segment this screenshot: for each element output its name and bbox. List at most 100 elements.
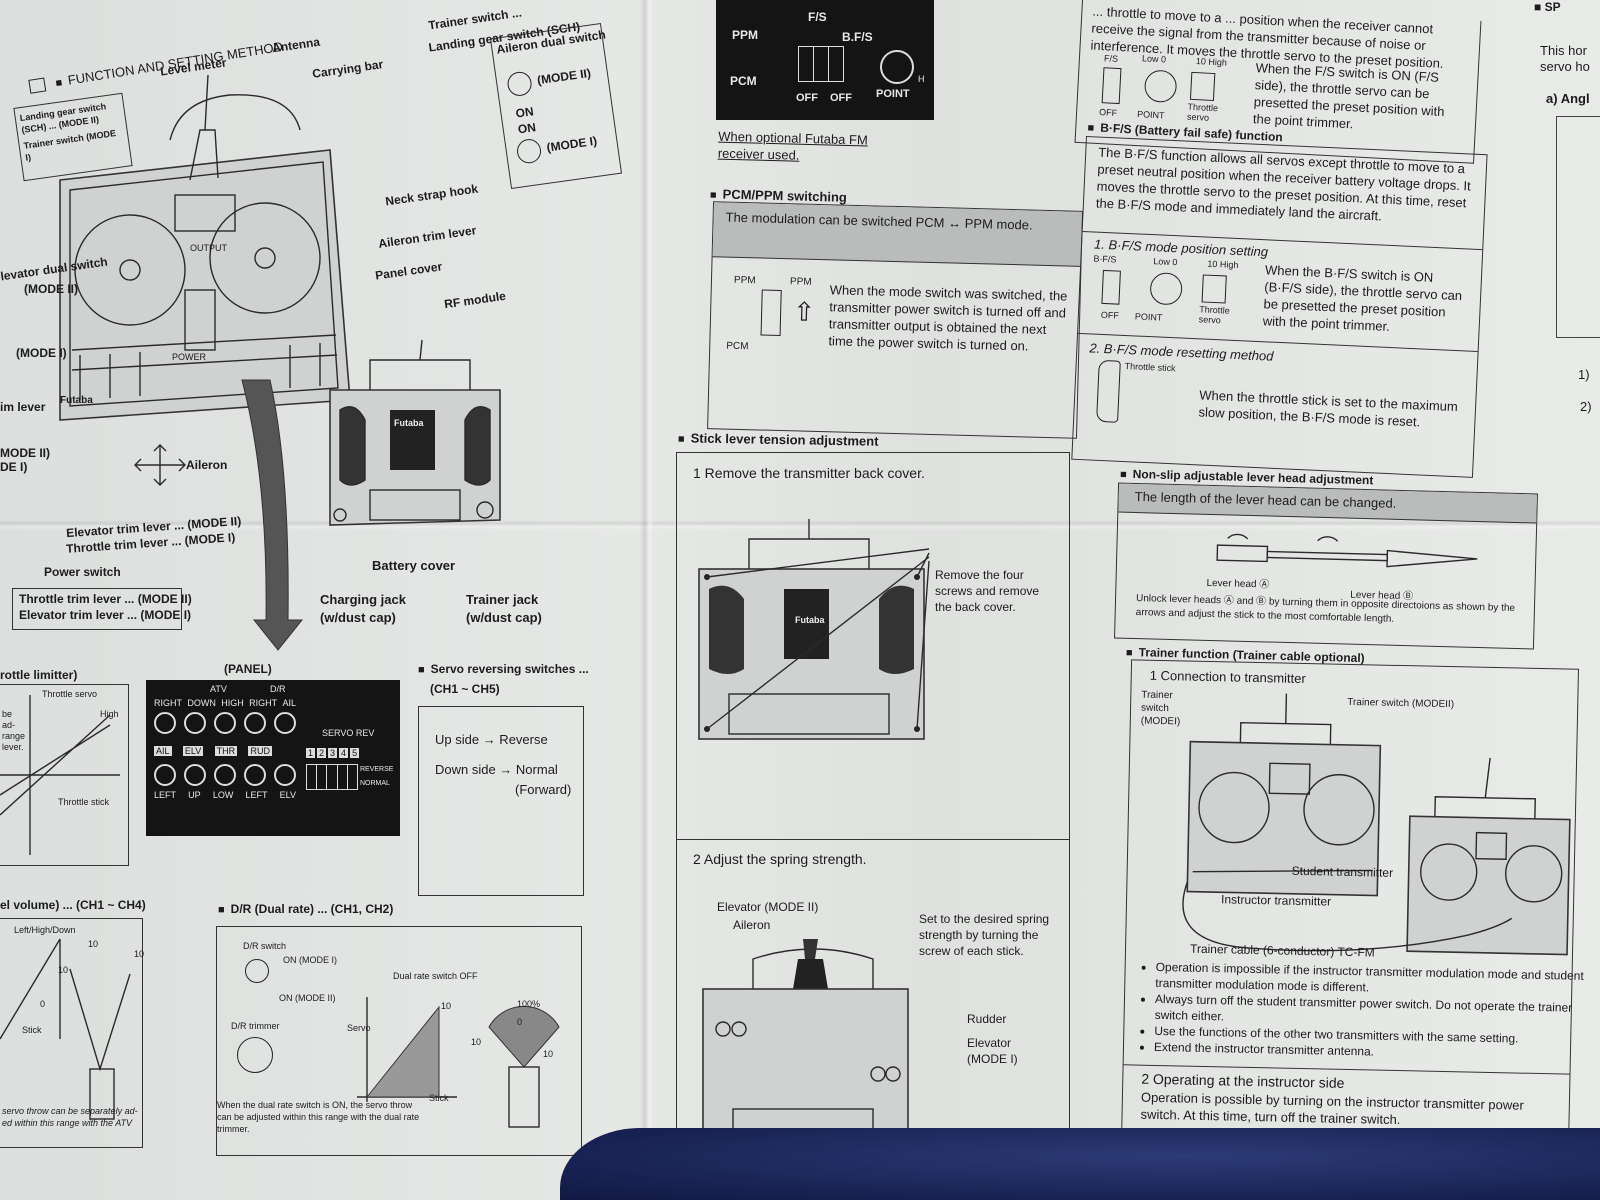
trimmer-knob-icon[interactable] [274, 764, 296, 786]
servo-number: 3 [328, 748, 338, 758]
servo-rev-numbers: 1 2 3 4 5 [306, 748, 360, 758]
trainer-jack-label: Trainer jack [466, 592, 539, 607]
atv-zero-label: 0 [40, 999, 46, 1009]
trimmer-knob-icon[interactable] [184, 764, 206, 786]
stick-step2: 2 Adjust the spring strength. [693, 851, 867, 867]
book-icon [28, 77, 47, 94]
pcm-switch-label: PCM [726, 340, 749, 353]
trimmer-knob-icon[interactable] [214, 764, 236, 786]
trimmer-knob-icon[interactable] [154, 712, 176, 734]
futaba-logo-back-cover: Futaba [795, 615, 825, 625]
dip-toggle[interactable] [317, 765, 328, 789]
dr-ten-label: 10 [471, 1037, 482, 1047]
throttle-servo-icon [1201, 274, 1227, 304]
mode-dip-switch[interactable] [798, 46, 844, 82]
throttle-limiter-box: Throttle servo High be ad- range lever. … [0, 684, 129, 866]
dr-knob-row [154, 764, 296, 786]
non-slip-body: Unlock lever heads Ⓐ and Ⓑ by turning th… [1135, 593, 1516, 625]
fs-off-label: OFF [1098, 107, 1118, 118]
mode1-label: (MODE I) [545, 133, 598, 155]
point-trimmer-icon[interactable] [880, 50, 914, 84]
trainer-step2-body: Operation is possible by turning on the … [1140, 1089, 1524, 1128]
normal-label: NORMAL [360, 780, 390, 787]
atv-stick-label: Stick [22, 1025, 42, 1035]
bfs-off-label: OFF [1100, 309, 1120, 321]
output-label: OUTPUT [190, 243, 227, 253]
trainer-jack-sub-label: (w/dust cap) [466, 610, 542, 625]
fs-high-label: 10 High [1195, 56, 1228, 68]
paper-fold-vertical [640, 0, 654, 1200]
servo-reversing-channels: (CH1 ~ CH5) [430, 682, 500, 696]
up-arrow-icon: ⇧ [792, 296, 816, 327]
fs-point-dial-icon [1143, 69, 1178, 104]
dr-trimmer-label: D/R trimmer [231, 1021, 280, 1031]
on-label-2: ON [516, 120, 537, 137]
ppm-a-label: PPM [733, 274, 756, 287]
throttle-servo-icon [1189, 71, 1216, 102]
battery-cover-label: Battery cover [372, 558, 456, 573]
servo-reversing-title: Servo reversing switches ... [418, 662, 589, 676]
servo-reverse-dip-switch[interactable] [306, 764, 358, 790]
transmitter-spring-illustration [702, 939, 909, 1155]
trimmer-knob-icon[interactable] [244, 712, 266, 734]
channel-label: ELV [182, 746, 204, 756]
edge-number: 2) [1580, 399, 1592, 414]
trimmer-knob-icon[interactable] [154, 764, 176, 786]
stick-step1: 1 Remove the transmitter back cover. [693, 465, 925, 481]
fs-point-label: POINT [1136, 109, 1165, 121]
fs-label: F/S [808, 10, 827, 24]
atv-label: ATV [210, 684, 227, 694]
edge-number: 1) [1578, 367, 1590, 382]
bfs-switch-icon [1101, 269, 1121, 305]
servo-reversing-box: Up side → Reverse Down side → Normal (Fo… [418, 706, 584, 896]
on-mode1-label: ON (MODE I) [283, 955, 337, 965]
pcm-label: PCM [730, 74, 757, 88]
lever-a-label: Lever head Ⓐ [1206, 577, 1270, 591]
dr-trimmer-knob-icon [237, 1037, 273, 1073]
fs-low-label: Low 0 [1141, 53, 1167, 65]
edge-text: This hor [1540, 43, 1587, 58]
high-label: High [100, 709, 119, 719]
bfs-small-label: B·F/S [1093, 253, 1117, 265]
direction-arrows-icon [134, 444, 186, 486]
dr-label: D/R [270, 684, 286, 694]
atv-note: servo throw can be separately ad- ed wit… [2, 1106, 138, 1128]
dip-toggle[interactable] [829, 47, 843, 81]
lever-head-illustration [1216, 533, 1478, 568]
atv-ten-label: 10 [88, 939, 99, 949]
trainer-step1: 1 Connection to transmitter [1149, 667, 1306, 687]
panel-top-label: AIL [282, 698, 296, 708]
dr-switch-label: D/R switch [243, 941, 287, 951]
power-label: POWER [172, 352, 207, 362]
dip-toggle[interactable] [327, 765, 338, 789]
trimmer-knob-icon[interactable] [214, 712, 236, 734]
fs-small-label: F/S [1103, 53, 1119, 64]
trimmer-knob-icon[interactable] [274, 712, 296, 734]
mode1-cut-label: DE I) [0, 460, 28, 474]
dip-toggle[interactable] [307, 765, 318, 789]
dip-toggle[interactable] [338, 765, 348, 789]
dip-toggle[interactable] [814, 47, 829, 81]
throttle-stick-icon [1096, 359, 1121, 423]
paper-fold-horizontal [0, 520, 1600, 530]
trim-mode-box: Throttle trim lever ... (MODE II) Elevat… [12, 588, 192, 630]
charging-jack-sub-label: (w/dust cap) [320, 610, 396, 625]
trimmer-knob-icon[interactable] [184, 712, 206, 734]
dr-ten-label: 10 [543, 1049, 554, 1059]
trainer-cable-line [1182, 881, 1513, 952]
pcm-ppm-box: The modulation can be switched PCM ↔ PPM… [707, 201, 1083, 439]
stick-step2-note: Set to the desired spring strength by tu… [919, 912, 1050, 958]
panel-bottom-labels: LEFT UP LOW LEFT ELV [154, 790, 296, 800]
atv-title: el volume) ... (CH1 ~ CH4) [0, 898, 146, 912]
dip-toggle[interactable] [348, 765, 357, 789]
dip-toggle[interactable] [799, 47, 814, 81]
dual-rate-title: D/R (Dual rate) ... (CH1, CH2) [218, 902, 394, 916]
transmitter-back-cover-illustration [698, 519, 930, 740]
mode-switch-icon [760, 289, 782, 337]
trimmer-knob-icon[interactable] [244, 764, 266, 786]
aileron-label-2: Aileron [733, 918, 771, 932]
ppm-b-label: PPM [789, 276, 812, 288]
bfs-point-dial-icon [1149, 272, 1183, 306]
fm-receiver-note: When optional Futaba FM receiver used. [717, 128, 868, 163]
throttle-stick-label: Throttle stick [58, 797, 110, 807]
